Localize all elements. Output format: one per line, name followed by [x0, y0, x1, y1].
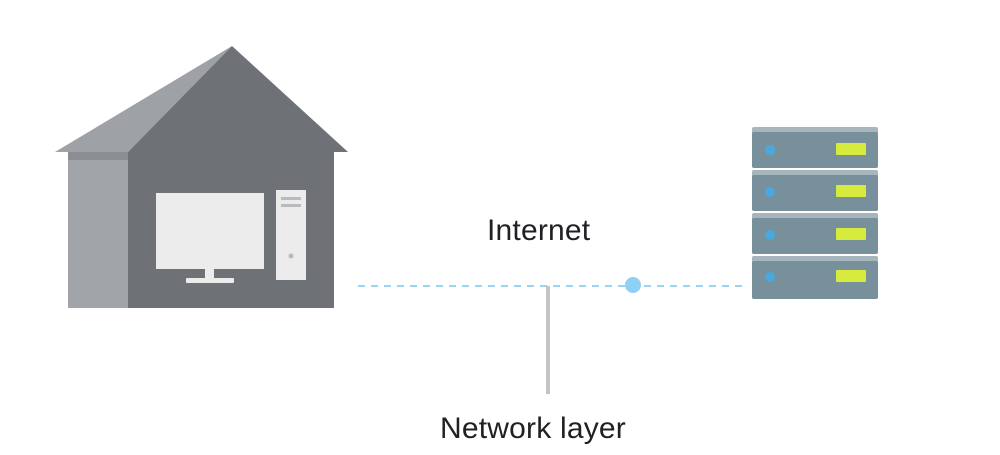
server-led	[765, 145, 775, 155]
house-roof-right	[128, 46, 348, 152]
server-led	[765, 187, 775, 197]
tower-power-button	[288, 253, 294, 259]
server-unit-body	[752, 132, 878, 168]
monitor-stand	[205, 269, 214, 278]
house-side-wall	[68, 152, 128, 308]
monitor-screen	[156, 193, 264, 269]
tower-slot-1	[281, 197, 301, 200]
desktop-computer-icon	[156, 190, 306, 283]
server-unit-body	[752, 218, 878, 254]
house-side-shadow	[68, 152, 128, 160]
server-unit-1	[752, 127, 878, 168]
packet-dot	[625, 277, 641, 293]
network-layer-label: Network layer	[440, 412, 626, 445]
server-unit-2	[752, 170, 878, 211]
computer-tower	[276, 190, 306, 280]
server-unit-body	[752, 175, 878, 211]
server-indicator	[836, 185, 866, 197]
internet-label: Internet	[487, 214, 591, 247]
house-icon	[55, 46, 348, 308]
server-indicator	[836, 228, 866, 240]
server-indicator	[836, 143, 866, 155]
server-rack-icon	[752, 127, 878, 299]
tower-slot-2	[281, 204, 301, 207]
server-indicator	[836, 270, 866, 282]
server-unit-3	[752, 213, 878, 254]
house-roof-left	[55, 46, 232, 152]
monitor-base	[186, 278, 234, 283]
server-unit-4	[752, 256, 878, 299]
server-led	[765, 272, 775, 282]
network-layer-pointer	[546, 286, 550, 394]
server-led	[765, 230, 775, 240]
